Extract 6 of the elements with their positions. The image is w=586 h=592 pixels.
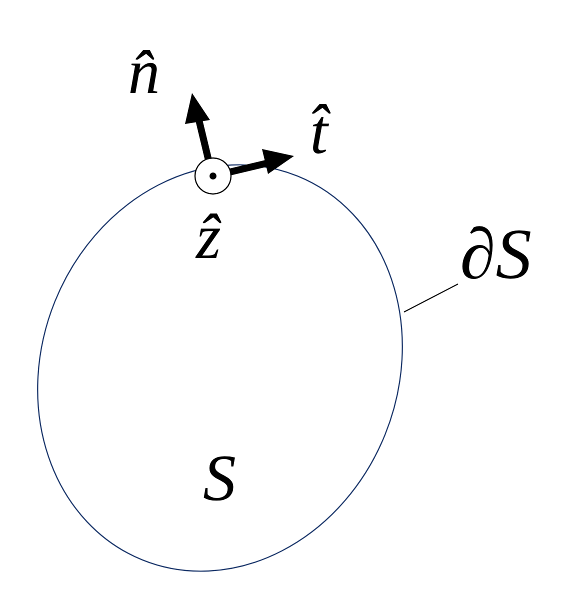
boundary-label: ∂S	[460, 214, 532, 294]
vector-label: n̂	[128, 40, 160, 104]
vector-label: ẑ	[196, 205, 221, 269]
region-label: S	[203, 446, 236, 512]
vector-label: t̂	[310, 100, 328, 164]
leader-line	[404, 284, 458, 312]
